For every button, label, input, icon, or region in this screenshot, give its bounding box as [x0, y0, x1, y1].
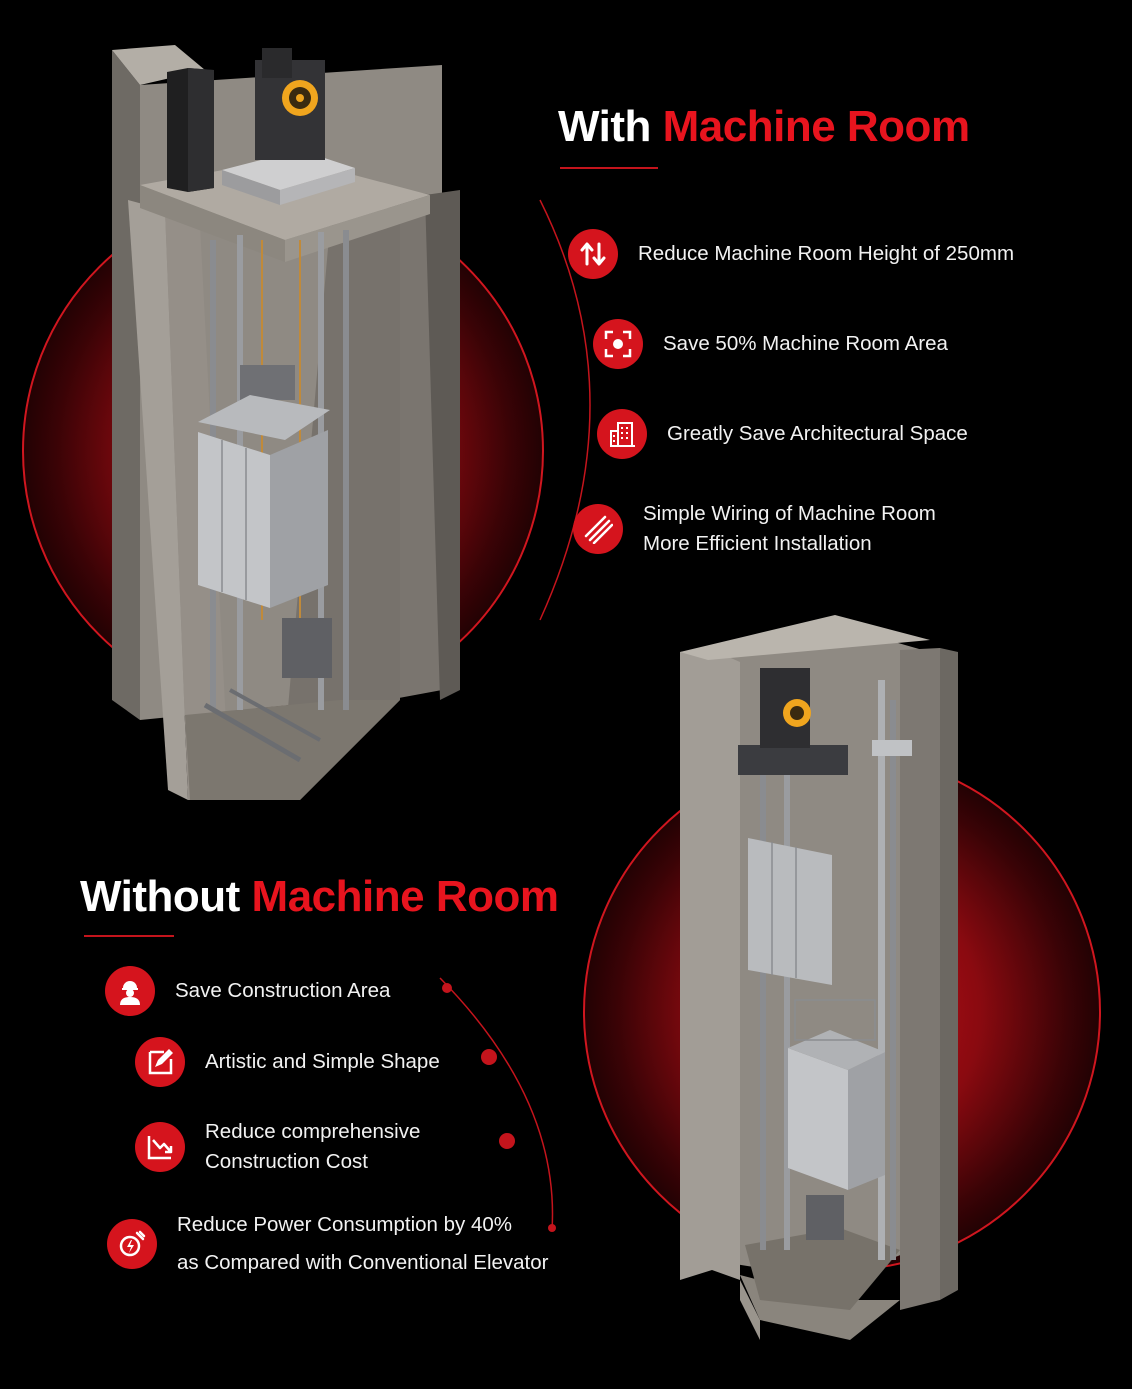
feature-text: Artistic and Simple Shape [205, 1050, 440, 1073]
wiring-icon [573, 504, 623, 554]
feature-line: Construction Cost [205, 1150, 368, 1173]
accent-arc-top [539, 199, 591, 621]
feature-reduce-power: Reduce Power Consumption by 40% as Compa… [107, 1206, 548, 1282]
feature-text: Save 50% Machine Room Area [663, 332, 948, 355]
heading-red-words: Machine Room [662, 102, 970, 151]
feature-save-area: Save 50% Machine Room Area [593, 319, 948, 369]
arc-dot [548, 1224, 556, 1232]
feature-text: Greatly Save Architectural Space [667, 422, 968, 445]
building-icon [597, 409, 647, 459]
feature-text-block: Simple Wiring of Machine Room More Effic… [643, 499, 936, 559]
heading-underline [560, 167, 658, 169]
feature-line: as Compared with Conventional Elevator [177, 1251, 549, 1274]
feature-text: Reduce Machine Room Height of 250mm [638, 242, 1015, 265]
feature-text: Save Construction Area [175, 979, 391, 1002]
up-down-arrows-icon [568, 229, 618, 279]
feature-line: Simple Wiring of Machine Room [643, 502, 936, 525]
feature-line: More Efficient Installation [643, 532, 872, 555]
shaft-without-machine-room [680, 615, 958, 1340]
feature-reduce-height: Reduce Machine Room Height of 250mm [568, 229, 1014, 279]
heading-with-machine-room: With Machine Room [558, 102, 970, 152]
area-expand-icon [593, 319, 643, 369]
feature-text-block: Reduce comprehensive Construction Cost [205, 1117, 420, 1177]
heading-without-machine-room: Without Machine Room [80, 872, 559, 922]
accent-arc-bottom [439, 977, 554, 1231]
heading-white-word: Without [80, 872, 240, 921]
feature-simple-wiring: Simple Wiring of Machine Room More Effic… [573, 499, 936, 559]
heading-white-word: With [558, 102, 651, 151]
arc-dot [442, 983, 452, 993]
feature-artistic-shape: Artistic and Simple Shape [135, 1037, 440, 1087]
pen-shape-icon [135, 1037, 185, 1087]
shaft-with-machine-room [112, 45, 460, 800]
feature-text-block: Reduce Power Consumption by 40% as Compa… [177, 1206, 548, 1282]
heading-red-words: Machine Room [251, 872, 559, 921]
feature-architectural-space: Greatly Save Architectural Space [597, 409, 968, 459]
arc-dot [481, 1049, 497, 1065]
cost-down-icon [135, 1122, 185, 1172]
worker-icon [105, 966, 155, 1016]
power-saving-icon [107, 1219, 157, 1269]
heading-underline [84, 935, 174, 937]
arc-dot [499, 1133, 515, 1149]
feature-line: Reduce comprehensive [205, 1120, 421, 1143]
feature-save-construction-area: Save Construction Area [105, 966, 390, 1016]
feature-line: Reduce Power Consumption by 40% [177, 1213, 513, 1236]
feature-reduce-cost: Reduce comprehensive Construction Cost [135, 1117, 420, 1177]
